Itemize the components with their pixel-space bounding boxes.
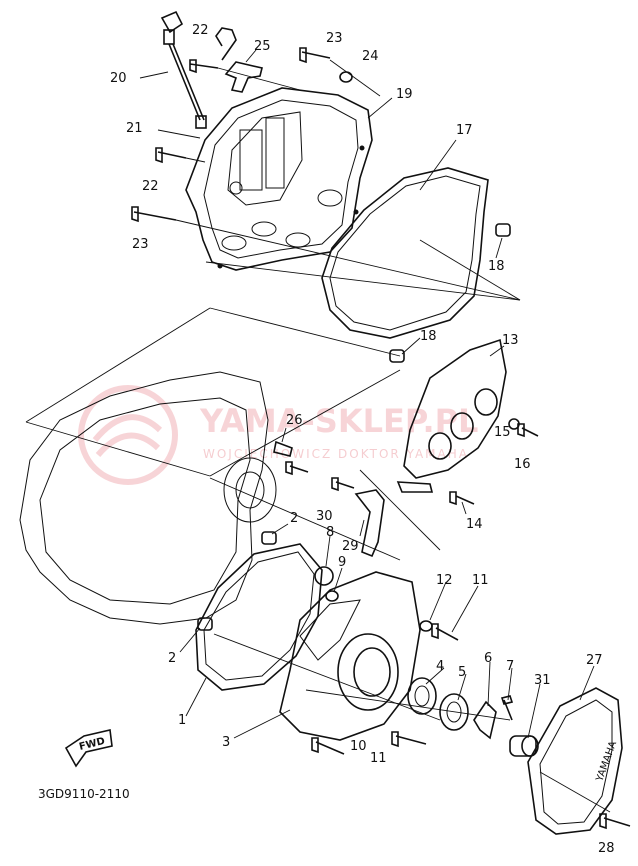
leader-lines [139, 49, 595, 739]
callout-18-lower: 18 [420, 329, 437, 344]
callout-3: 3 [222, 735, 230, 750]
bearing-5 [439, 693, 469, 731]
callout-20: 20 [110, 71, 127, 86]
bolt-23-lower [131, 206, 177, 223]
dowel-pin-18-lower [389, 349, 405, 363]
cover-13 [396, 338, 507, 493]
callout-6: 6 [484, 651, 492, 666]
watermark-logo-mark [92, 414, 163, 458]
upper-bolts [131, 27, 521, 301]
callout-23-top: 23 [326, 31, 343, 46]
callout-26: 26 [286, 413, 303, 428]
oring-9 [325, 590, 339, 602]
dowel-pin-2-lower [197, 617, 213, 631]
watermark-logo-ring [78, 385, 178, 485]
callout-1: 1 [178, 713, 186, 728]
oil-seal-4 [407, 677, 437, 715]
oil-dipstick [160, 10, 207, 129]
callout-15: 15 [494, 425, 511, 440]
engine-block [19, 371, 277, 625]
callout-19: 19 [396, 87, 413, 102]
callout-29: 29 [342, 539, 359, 554]
watermark-main-text: YAMA-SKLEP.PL [199, 402, 478, 440]
callout-2-upper: 2 [290, 511, 298, 526]
callout-7: 7 [506, 659, 514, 674]
plug-8 [314, 566, 334, 586]
clip-22 [215, 27, 237, 61]
strap-29 [354, 489, 385, 558]
callout-23-low: 23 [132, 237, 149, 252]
outer-cover-27: YAMAHA [527, 687, 623, 835]
callout-10: 10 [350, 739, 367, 754]
callout-28: 28 [598, 841, 615, 856]
bolt-10 [311, 737, 345, 755]
seals-and-plate [407, 677, 514, 740]
callout-9: 9 [338, 555, 346, 570]
cover-3 [279, 566, 421, 741]
callout-27: 27 [586, 653, 603, 668]
assembly-frame-lower [209, 469, 511, 721]
callout-13: 13 [502, 333, 519, 348]
bolt-23-upper [299, 47, 331, 64]
callout-17: 17 [456, 123, 473, 138]
part-code: 3GD9110-2110 [38, 787, 130, 801]
watermark: YAMA-SKLEP.PL WOJCIECHOWICZ DOKTOR YAMAH… [78, 385, 478, 485]
washer-12 [419, 620, 433, 632]
callout-21: 21 [126, 121, 143, 136]
screw-14 [449, 491, 475, 506]
washer-24 [339, 71, 353, 83]
callout-22-top: 22 [192, 23, 209, 38]
assembly-frame-upper [25, 261, 521, 477]
dowel-pin-18-upper [495, 223, 511, 237]
callout-12: 12 [436, 573, 453, 588]
callout-24: 24 [362, 49, 379, 64]
bolt-11-lower [391, 731, 427, 748]
callout-4: 4 [436, 659, 444, 674]
callout-25: 25 [254, 39, 271, 54]
callouts: 20 22 25 23 24 19 21 17 22 23 18 18 13 2… [110, 23, 615, 856]
screw-28 [599, 813, 631, 830]
bolt-22-lower [155, 147, 187, 164]
screw-16 [517, 423, 539, 438]
callout-11-upper: 11 [472, 573, 489, 588]
crankcase-cover-right [185, 87, 373, 271]
callout-16: 16 [514, 457, 531, 472]
callout-18-upper: 18 [488, 259, 505, 274]
callout-11-lower: 11 [370, 751, 387, 766]
fwd-arrow: FWD [64, 729, 113, 768]
callout-8: 8 [326, 525, 334, 540]
bolt-26 [285, 461, 309, 476]
plate-6 [473, 700, 497, 740]
bolt-11-upper [431, 623, 459, 641]
gasket-1 [195, 531, 323, 691]
dowel-pin-2-upper [261, 531, 277, 545]
callout-14: 14 [466, 517, 483, 532]
cover-brand-text: YAMAHA [594, 740, 619, 784]
callout-31: 31 [534, 673, 551, 688]
cover-bolts [311, 620, 459, 755]
screw-30 [331, 477, 355, 492]
screw-7 [500, 695, 514, 721]
callout-2-lower: 2 [168, 651, 176, 666]
callout-30: 30 [316, 509, 333, 524]
clip-26 [273, 440, 293, 457]
bolt-22-upper [189, 59, 219, 74]
callout-5: 5 [458, 665, 466, 680]
gasket-17 [321, 167, 521, 339]
bracket-25 [224, 61, 263, 93]
watermark-sub-text: WOJCIECHOWICZ DOKTOR YAMAHA [203, 447, 469, 461]
callout-22-mid: 22 [142, 179, 159, 194]
